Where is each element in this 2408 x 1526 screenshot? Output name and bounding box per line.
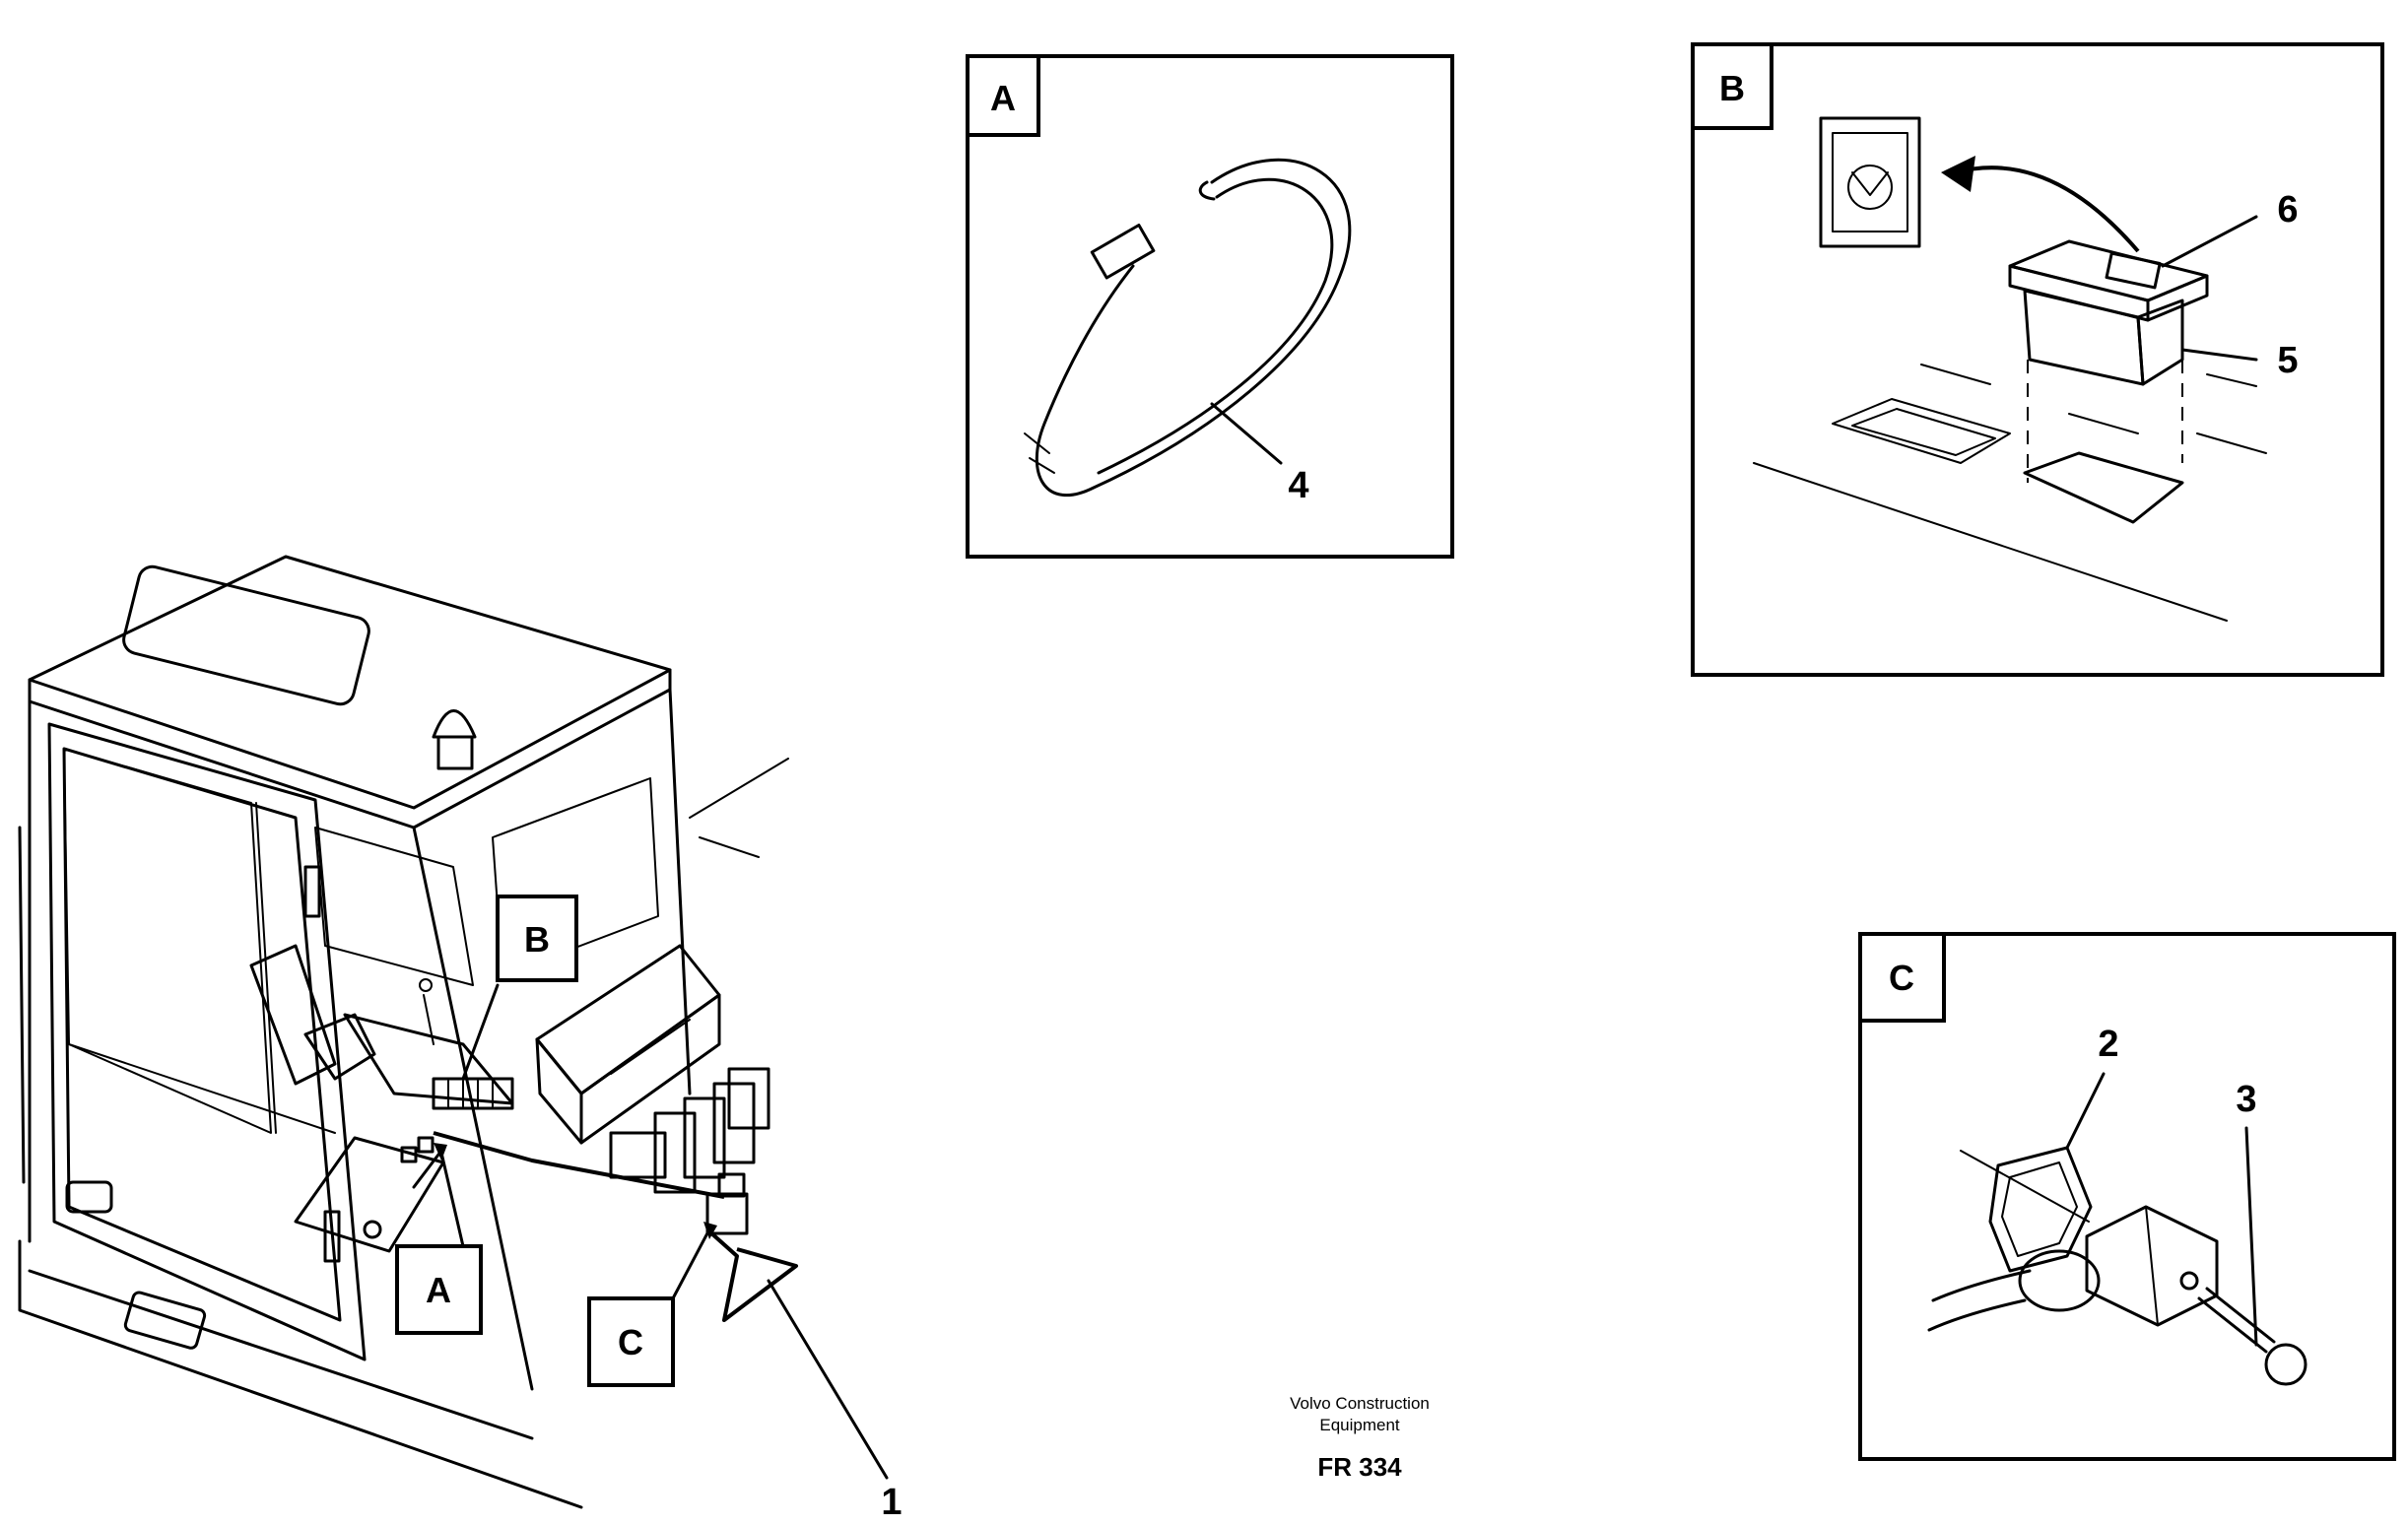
relay [609,1131,667,1179]
switch-symbol-card [1819,116,1921,248]
callout-2-label: 2 [2098,1024,2118,1065]
side-window [314,827,474,986]
cable-tie-head [1090,224,1156,280]
tag-b-label: B [524,919,550,960]
roof-hatch [122,564,370,706]
rotation-symbol-icon [1847,165,1893,210]
tag-a-label: A [426,1270,451,1310]
sensor-connector [2018,1249,2101,1312]
floor-plate [294,1136,445,1253]
callout-1-label: 1 [881,1482,902,1521]
operator-seat [249,944,337,1086]
cable-harness [433,1131,725,1199]
detail-a: A 4 [966,54,1454,559]
detail-a-tag: A [990,78,1016,118]
cable-tie [1035,158,1352,498]
panel-cutout [2023,451,2184,524]
detail-c: C 2 3 [1858,932,2396,1461]
cable-loop [707,1229,798,1322]
detail-b: B 6 5 [1691,42,2384,677]
cab-door [47,722,367,1361]
callout-6-label: 6 [2277,189,2298,231]
callout-1: 1 [767,1279,903,1523]
detail-b-frame [1691,42,2384,677]
company-name-line2: Equipment [1319,1416,1400,1434]
door-handle [65,1180,113,1214]
sensor-unit [705,1192,749,1235]
arrow-icon [1955,166,2140,253]
tag-c-label: C [618,1322,643,1362]
tag-c-main: C [587,1222,717,1387]
cab-roof [28,555,672,810]
drawing-code: FR 334 [1317,1452,1402,1482]
sensor-cable [1927,1298,2027,1332]
tag-a-main: A [395,1143,483,1335]
callout-4-label: 4 [1288,465,1308,506]
switch-panel [432,1077,514,1110]
cab-illustration [18,555,798,1509]
console [343,1013,514,1105]
tag-b-main: B [461,895,578,1081]
footer: Volvo Construction Equipment FR 334 [1290,1394,1430,1482]
company-name-line1: Volvo Construction [1290,1394,1430,1413]
door-window [63,748,272,1134]
detail-a-frame [966,54,1454,559]
callout-5-label: 5 [2277,340,2298,381]
callout-3-label: 3 [2236,1079,2256,1120]
beacon-light [432,709,477,739]
screw-head [2264,1343,2308,1386]
detail-c-tag: C [1889,958,1914,998]
handrail [18,826,26,1184]
detail-b-tag: B [1719,68,1745,108]
